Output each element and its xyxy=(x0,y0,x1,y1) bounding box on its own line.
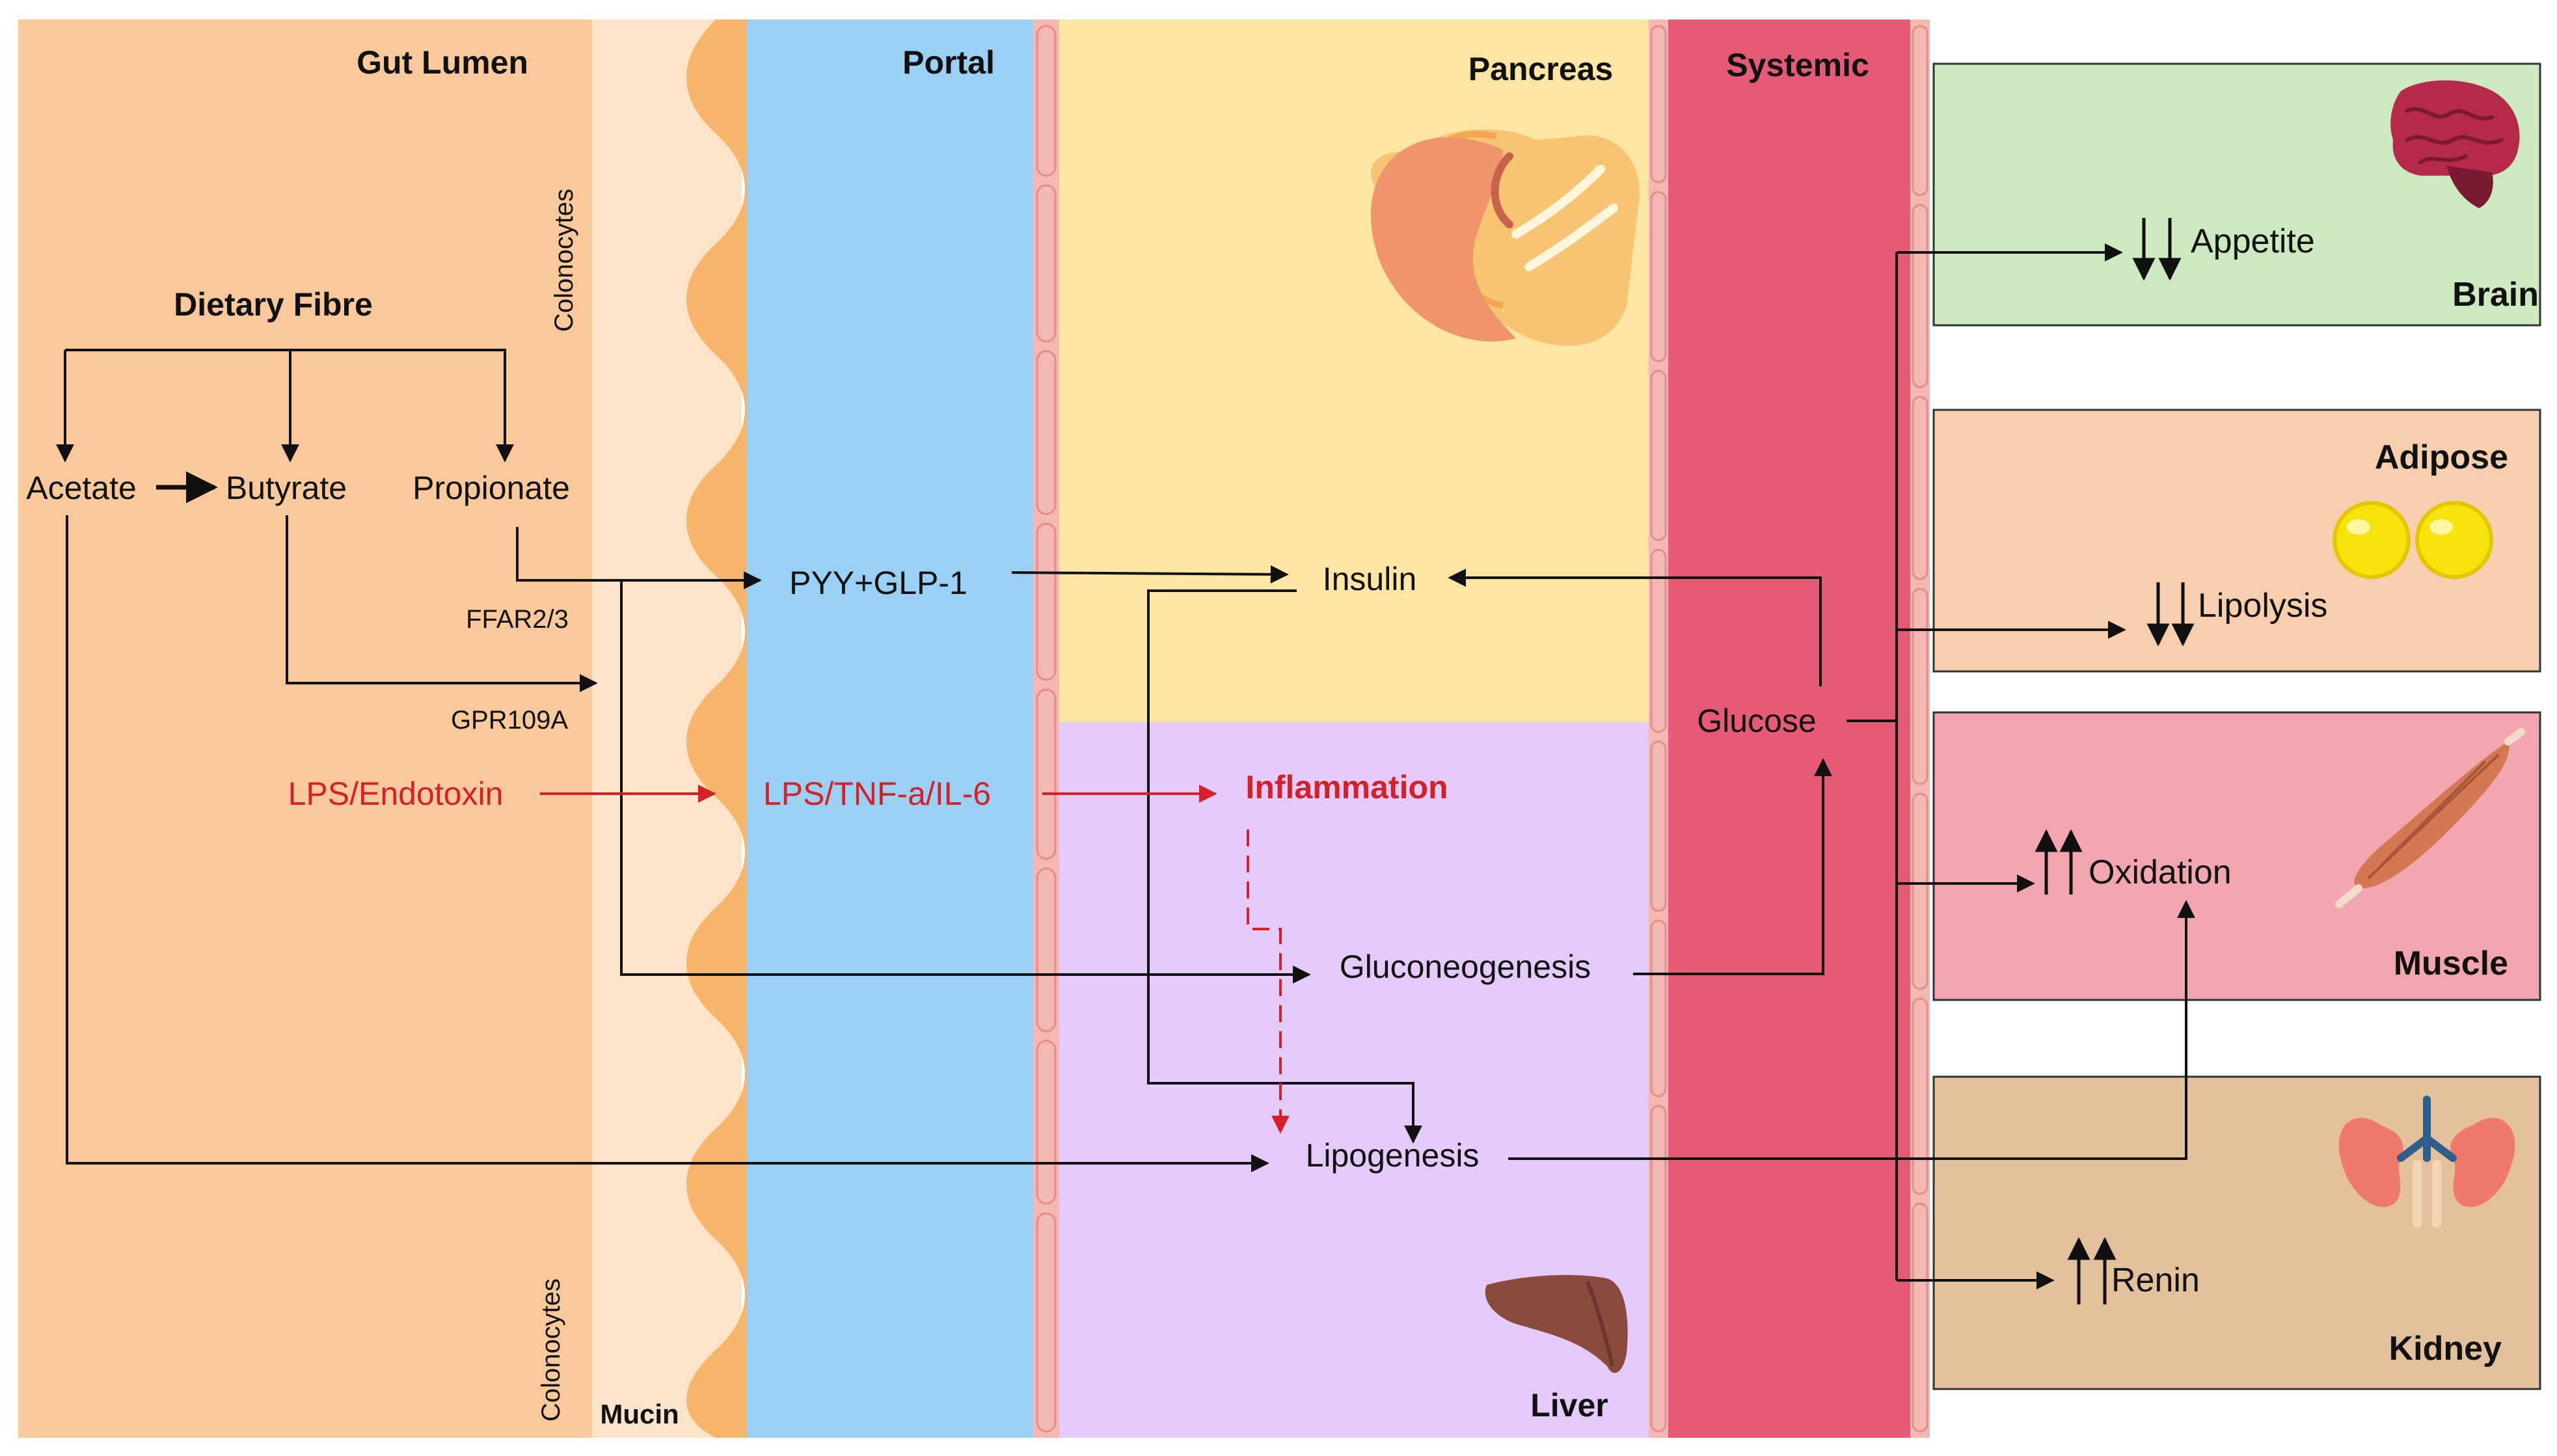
mucin-label: Mucin xyxy=(600,1399,679,1429)
oxidation-label: Oxidation xyxy=(2089,854,2232,891)
acetate-label: Acetate xyxy=(26,470,137,506)
lipolysis-decrease-arrows xyxy=(2146,582,2195,647)
pancreas-label: Pancreas xyxy=(1468,51,1613,87)
gluconeogenesis-label: Gluconeogenesis xyxy=(1340,949,1591,985)
kidney-label: Kidney xyxy=(2389,1330,2502,1368)
pancreas-region xyxy=(1059,20,1649,722)
propionate-label: Propionate xyxy=(413,470,570,506)
gut-lumen-label: Gut Lumen xyxy=(357,44,528,81)
brain-label: Brain xyxy=(2452,276,2539,314)
portal-label: Portal xyxy=(902,44,995,81)
systemic-wall-right-cells xyxy=(1912,25,1928,1433)
ffar-label: FFAR2/3 xyxy=(466,605,569,634)
brain-icon xyxy=(2390,80,2520,208)
adipose-label: Adipose xyxy=(2375,438,2508,476)
pyy-glp1-label: PYY+GLP-1 xyxy=(789,565,967,601)
systemic-wall-left-cells xyxy=(1650,25,1667,1433)
inflammation-label: Inflammation xyxy=(1245,769,1448,805)
appetite-decrease-arrows xyxy=(2132,218,2182,281)
lipolysis-label: Lipolysis xyxy=(2198,587,2327,625)
muscle-label: Muscle xyxy=(2394,945,2508,982)
muscle-box xyxy=(1932,711,2541,1001)
kidney-box xyxy=(1932,1075,2541,1390)
colonocytes-label-top: Colonocytes xyxy=(550,189,578,332)
appetite-label: Appetite xyxy=(2191,222,2315,260)
oxidation-increase-arrows xyxy=(2035,829,2083,895)
insulin-label: Insulin xyxy=(1323,561,1417,597)
gut-lumen-region xyxy=(18,20,592,1438)
liver-label: Liver xyxy=(1530,1387,1608,1423)
colonocytes-label-bottom: Colonocytes xyxy=(537,1278,565,1422)
fat-cells-icon xyxy=(2333,501,2493,579)
renin-label: Renin xyxy=(2111,1261,2200,1299)
butyrate-label: Butyrate xyxy=(226,470,347,506)
gpr109a-label: GPR109A xyxy=(451,706,568,735)
lipogenesis-label: Lipogenesis xyxy=(1306,1137,1480,1174)
connectors xyxy=(56,243,2195,1289)
kidneys-icon xyxy=(2338,1096,2515,1228)
systemic-label: Systemic xyxy=(1726,47,1869,83)
mucin-wave-layer xyxy=(686,20,748,1438)
portal-wall-cells xyxy=(1036,25,1057,1433)
liver-icon xyxy=(1485,1274,1628,1373)
muscle-icon xyxy=(2335,728,2525,908)
lps-endotoxin-label: LPS/Endotoxin xyxy=(288,775,504,812)
inflammation-connectors xyxy=(540,785,1290,1134)
glucose-label: Glucose xyxy=(1697,703,1816,739)
pancreas-icon xyxy=(1370,129,1640,346)
renin-increase-arrows xyxy=(2067,1237,2117,1304)
dietary-fibre-label: Dietary Fibre xyxy=(174,286,373,323)
portal-region xyxy=(747,20,1033,1438)
systemic-region xyxy=(1668,20,1910,1438)
lps-tnf-il6-label: LPS/TNF-a/IL-6 xyxy=(763,775,991,812)
